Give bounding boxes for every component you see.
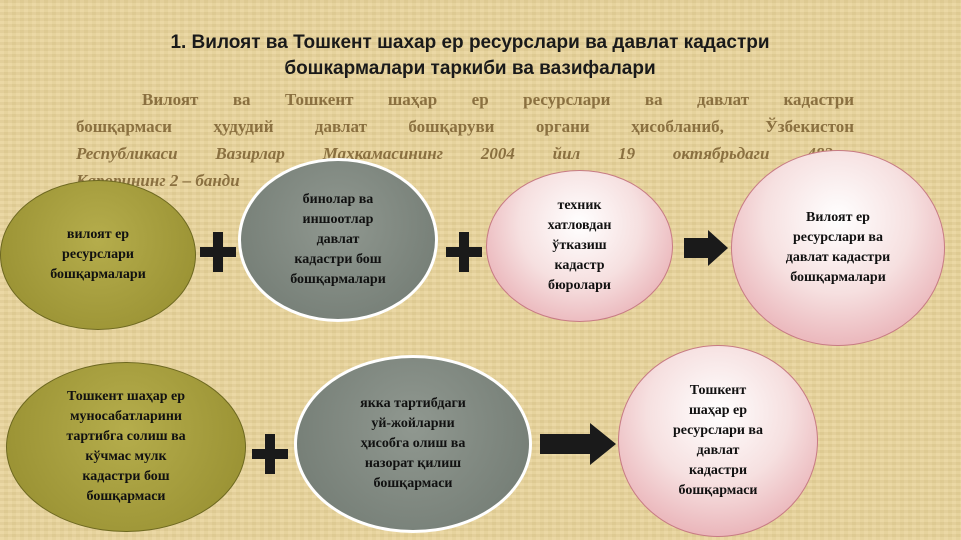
plus-icon	[200, 232, 236, 272]
plus-icon	[252, 434, 288, 474]
node-label: вилоят ер ресурслари бошқармалари	[50, 227, 146, 282]
node-label: бинолар ва иншоотлар давлат кадастри бош…	[290, 192, 386, 287]
node-texnik-xatlov: техник хатловдан ўтказиш кадастр бюролар…	[486, 170, 673, 322]
node-result-toshkent: Тошкент шаҳар ер ресурслари ва давлат ка…	[618, 345, 818, 537]
node-label: Тошкент шаҳар ер ресурслари ва давлат ка…	[673, 383, 763, 498]
node-label: якка тартибдаги уй-жойларни ҳисобга олиш…	[360, 396, 466, 491]
node-yakka-tartibdagi: якка тартибдаги уй-жойларни ҳисобга олиш…	[294, 355, 532, 533]
intro-paragraph: Вилоят ва Тошкент шаҳар ер ресурслари ва…	[76, 86, 854, 194]
slide-title: 1. Вилоят ва Тошкент шахар ер ресурслари…	[170, 32, 770, 79]
node-result-viloyat: Вилоят ер ресурслари ва давлат кадастри …	[731, 150, 945, 346]
paragraph-line-1: Вилоят ва Тошкент шаҳар ер ресурслари ва…	[142, 90, 854, 109]
node-label: Тошкент шаҳар ер муносабатларини тартибг…	[66, 389, 186, 504]
node-viloyat-er-resurslari: вилоят ер ресурслари бошқармалари	[0, 180, 196, 330]
paragraph-line-3: Республикаси Вазирлар Махкамасининг 2004…	[76, 144, 854, 163]
node-label: Вилоят ер ресурслари ва давлат кадастри …	[785, 210, 891, 285]
paragraph-line-2: бошқармаси ҳудудий давлат бошқаруви орга…	[76, 117, 854, 136]
arrow-right-icon	[684, 230, 728, 266]
node-binolar-inshootlar: бинолар ва иншоотлар давлат кадастри бош…	[238, 158, 438, 322]
node-toshkent-munosabatlar: Тошкент шаҳар ер муносабатларини тартибг…	[6, 362, 246, 532]
node-label: техник хатловдан ўтказиш кадастр бюролар…	[547, 198, 612, 293]
plus-icon	[446, 232, 482, 272]
arrow-right-icon	[540, 423, 616, 465]
paragraph-line-4: Карорининг 2 – банди	[76, 171, 240, 190]
